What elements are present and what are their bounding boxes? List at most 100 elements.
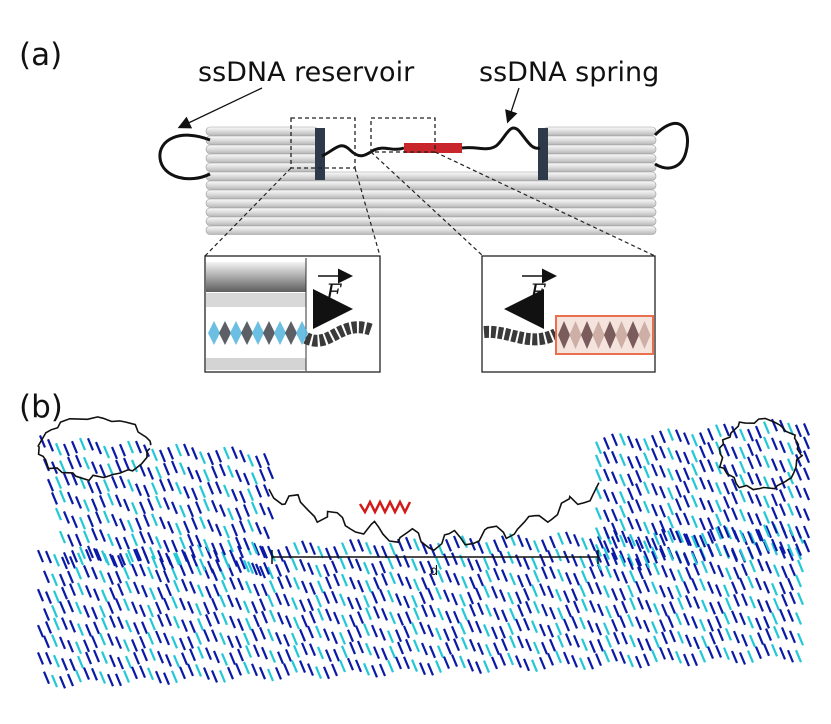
md-helix-rung [242,661,251,675]
md-helix-rung [754,513,763,527]
md-helix-rung [476,541,485,554]
md-helix-rung [436,542,445,556]
md-helix-rung [44,591,53,604]
helix-segment [569,321,582,349]
md-helix-rung [146,466,155,480]
md-helix-rung [642,540,651,554]
md-helix-rung [666,530,675,544]
md-helix-rung [642,555,651,569]
md-helix-rung [84,548,93,562]
md-helix-rung [370,664,379,678]
md-helix-rung [698,548,707,562]
inset-right: F [481,255,656,373]
md-helix-rung [578,657,587,671]
md-helix-rung [290,632,299,646]
md-helix-rung [172,654,181,668]
md-helix-rung [658,544,667,558]
md-helix-rung [214,449,223,463]
md-helix-rung [794,424,803,438]
md-helix-rung [236,577,245,591]
md-helix-rung [138,665,147,679]
md-helix-rung [604,565,613,579]
md-helix-rung [586,620,595,633]
md-helix-rung [756,558,765,572]
md-helix-rung [78,476,87,490]
md-helix-rung [490,553,499,567]
md-helix-rung [62,551,71,565]
md-helix-rung [54,476,63,489]
md-helix-rung [604,635,613,648]
helix-segment [581,321,593,349]
md-helix-rung [58,573,67,587]
md-helix-rung [332,573,341,587]
md-helix-rung [58,530,67,544]
md-helix-rung [100,651,109,664]
md-helix-rung [370,562,379,576]
md-helix-rung [554,622,563,636]
md-helix-rung [740,593,749,607]
md-helix-rung [402,625,411,639]
md-helix-rung [794,547,803,561]
md-helix-rung [596,535,605,549]
md-helix-rung [434,627,443,641]
md-helix-rung [508,635,517,649]
md-helix-rung [754,528,763,542]
md-helix-rung [722,611,731,625]
md-helix-rung [68,555,77,569]
md-helix-rung [114,636,123,650]
helix-segment [241,321,253,345]
md-helix-rung [730,425,739,439]
md-helix-rung [428,645,437,659]
md-helix-rung [196,584,205,598]
md-helix-rung [772,564,781,578]
md-helix-rung [626,487,635,501]
md-helix-rung [562,651,571,665]
md-helix-rung [762,524,771,538]
md-helix-rung [594,454,603,468]
md-helix-rung [516,534,525,548]
md-helix-rung [284,575,293,588]
md-helix-rung [668,601,677,615]
md-helix-rung [802,525,811,539]
md-helix-rung [404,536,413,550]
md-helix-rung [186,561,195,575]
md-helix-rung [156,549,165,563]
md-helix-rung [292,577,301,590]
md-helix-rung [764,560,773,574]
md-helix-rung [700,532,709,546]
md-helix-rung [330,560,339,574]
md-helix-rung [594,507,603,520]
md-helix-rung [738,548,747,562]
md-helix-rung [402,656,411,670]
md-helix-rung [434,660,443,674]
md-helix-rung [322,666,331,680]
md-helix-rung [170,595,179,609]
ssdna-spring [461,126,541,151]
md-helix-rung [658,464,667,478]
md-helix-rung [738,460,747,474]
md-helix-rung [260,583,269,597]
md-ssdna-strands [37,416,804,552]
md-helix-rung [706,581,715,595]
md-helix-rung [274,631,283,645]
md-helix-rung [636,637,645,651]
md-helix-rung [554,650,563,664]
md-helix-rung [724,567,733,581]
md-helix-rung [802,487,811,501]
md-helix-rung [82,605,91,618]
md-helix-rung [658,520,667,533]
md-helix-rung [182,486,191,499]
md-helix-rung [82,667,91,680]
md-helix-rung [236,545,245,559]
md-helix-rung [378,627,387,641]
md-helix-rung [762,455,771,469]
md-helix-rung [230,488,239,502]
md-helix-rung [498,653,507,666]
md-helix-rung [674,484,683,498]
md-helix-rung [682,432,691,446]
helix-segment [615,321,628,349]
md-helix-rung [690,433,699,447]
md-helix-rung [68,583,77,597]
md-helix-rung [610,522,619,536]
md-helix-rung [650,463,659,477]
